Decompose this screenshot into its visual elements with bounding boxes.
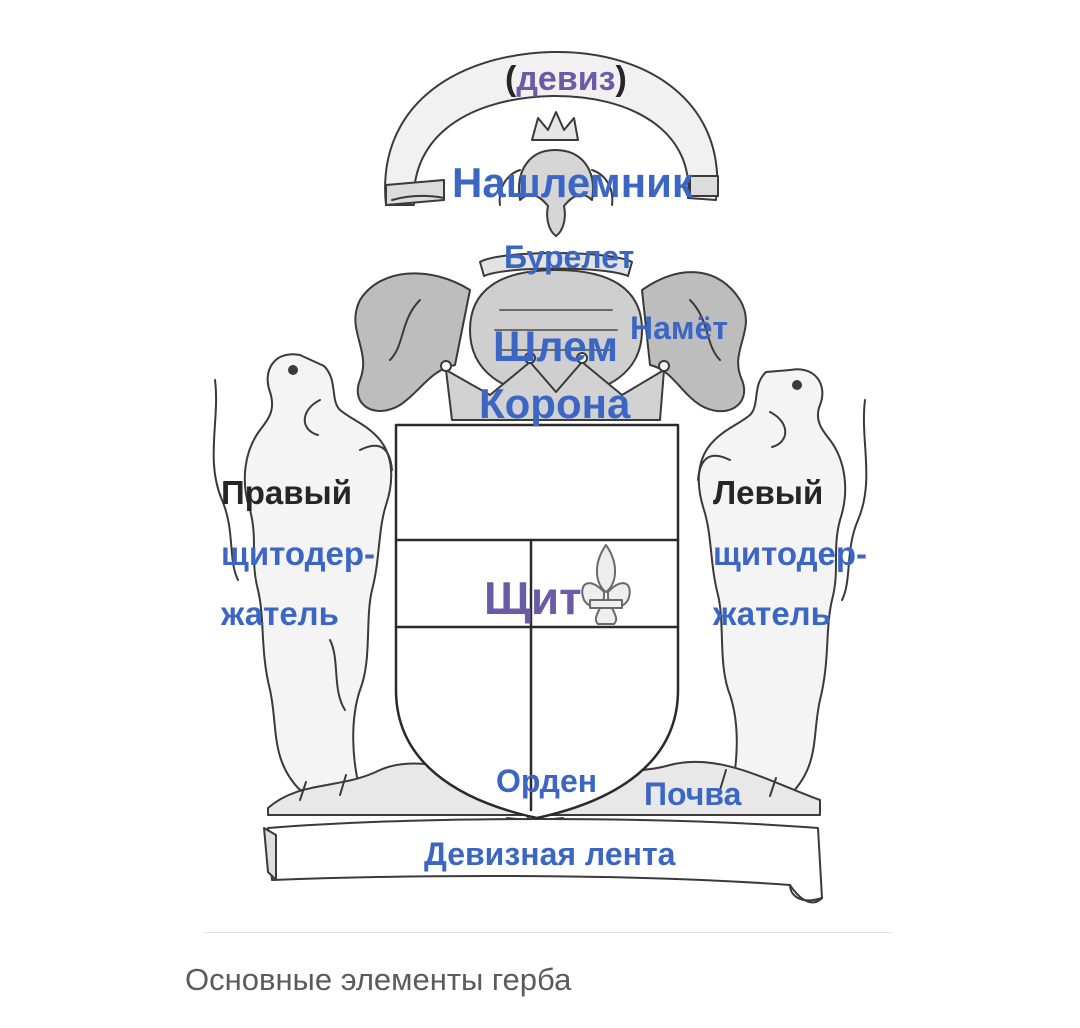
motto-paren-close: ) bbox=[615, 60, 627, 98]
sinister-supporter-line-2: щитодер- bbox=[713, 535, 868, 572]
motto-paren-open: ( bbox=[505, 60, 517, 98]
mantling-label: Намёт bbox=[630, 310, 729, 346]
motto-ribbon-label: Девизная лента bbox=[424, 836, 676, 872]
motto-ribbon-illustration bbox=[263, 818, 823, 904]
dexter-supporter-line-1: Правый bbox=[221, 474, 352, 511]
motto-label: (девиз) bbox=[505, 62, 627, 96]
motto-scroll-arch bbox=[384, 50, 719, 206]
crown-illustration bbox=[440, 352, 670, 421]
crest-eagle bbox=[498, 111, 614, 237]
crown-label: Корона bbox=[479, 380, 631, 427]
crest-label: Нашлемник bbox=[452, 159, 693, 206]
caption-divider bbox=[205, 932, 891, 933]
motto-word: девиз bbox=[516, 60, 616, 98]
sinister-supporter-lion bbox=[697, 368, 868, 796]
compartment-label: Почва bbox=[644, 776, 742, 812]
dexter-supporter-line-3: жатель bbox=[221, 595, 339, 632]
shield-label: Щит bbox=[484, 572, 582, 624]
order-label: Орден bbox=[496, 763, 598, 799]
fleur-de-lis bbox=[581, 544, 631, 625]
dexter-supporter-lion bbox=[212, 353, 393, 791]
dexter-supporter-line-2: щитодер- bbox=[221, 535, 376, 572]
torse-label: Бурелет bbox=[504, 239, 635, 275]
sinister-supporter-line-1: Левый bbox=[713, 474, 824, 511]
shield-illustration bbox=[394, 423, 680, 820]
sinister-supporter-line-3: жатель bbox=[713, 595, 831, 632]
figure-caption: Основные элементы герба bbox=[185, 962, 572, 997]
coat-of-arms-illustration bbox=[212, 50, 868, 904]
helmet-label: Шлем bbox=[493, 323, 619, 371]
helmet-and-mantling bbox=[354, 252, 747, 413]
